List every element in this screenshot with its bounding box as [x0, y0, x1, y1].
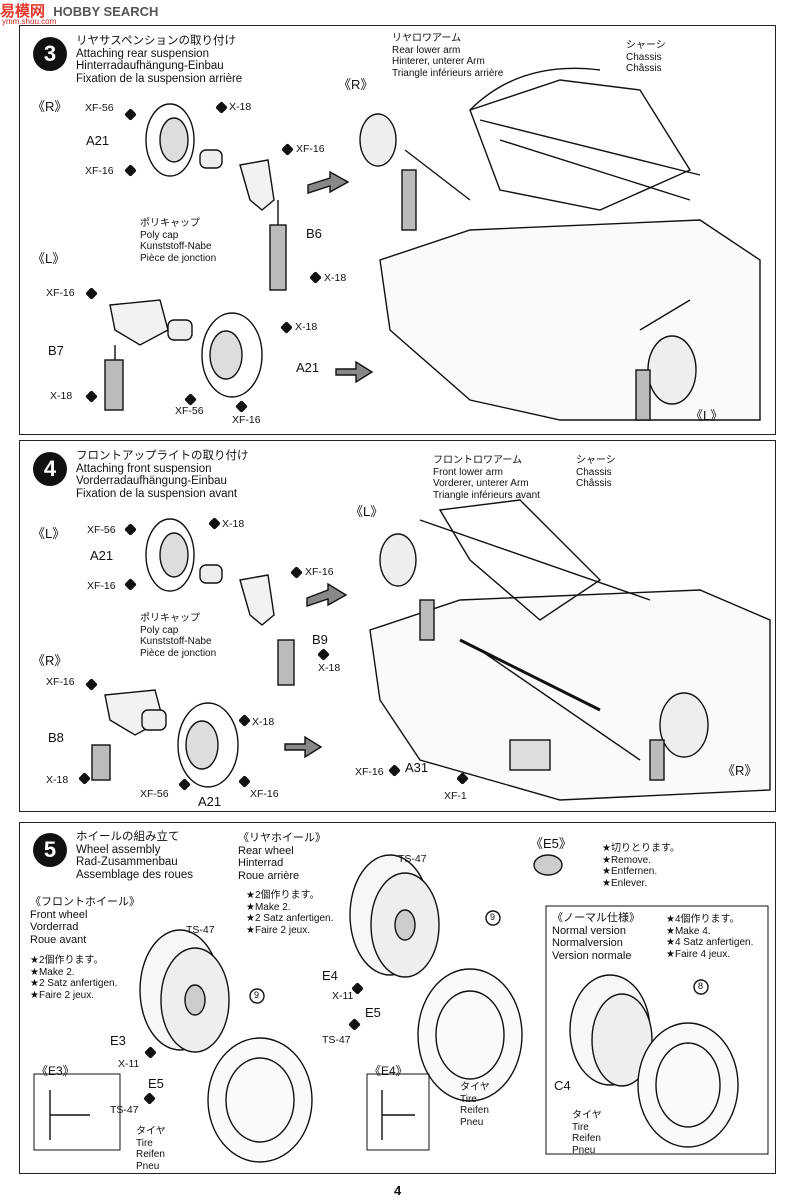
step3-panel	[19, 25, 776, 435]
step4-part-b9: B9	[312, 632, 328, 647]
screw-label: X-18	[324, 272, 347, 284]
num-9-a: 9	[254, 990, 260, 1000]
step4-part-b8: B8	[48, 730, 64, 745]
normal-make-notes: ★4個作ります。★Make 4.★4 Satz anfertigen.★Fair…	[666, 914, 754, 960]
screw-label: XF-16	[46, 287, 75, 299]
screw-label: X-18	[50, 390, 73, 402]
part-e5-a: E5	[148, 1076, 164, 1091]
e3-box-label: 《E3》	[36, 1064, 75, 1078]
step4-part-a21-bot: A21	[198, 794, 222, 809]
step5-number: 5	[33, 833, 67, 867]
num-8: 8	[698, 981, 704, 991]
screw-label: X-18	[229, 101, 252, 113]
part-e5-b: E5	[365, 1005, 381, 1020]
step4-part-a31: A31	[405, 760, 429, 775]
screw-label: XF-16	[355, 766, 384, 778]
e4-box-label: 《E4》	[369, 1064, 408, 1078]
step4-side-r: 《R》	[32, 653, 68, 668]
step3-number: 3	[33, 37, 67, 71]
screw-label: XF-56	[140, 788, 169, 800]
part-e4: E4	[322, 968, 338, 983]
screw-label: XF-16	[46, 676, 75, 688]
step3-part-b7: B7	[48, 343, 64, 358]
ts47-label: TS-47	[110, 1104, 139, 1116]
screw-label: X-18	[252, 716, 275, 728]
ts47-label: TS-47	[398, 853, 427, 865]
part-e3: E3	[110, 1033, 126, 1048]
step4-side-l: 《L》	[32, 526, 66, 541]
screw-label: X-18	[46, 774, 69, 786]
step4-panel	[19, 440, 776, 812]
watermark-brand: 易模网	[0, 3, 46, 20]
step4-number: 4	[33, 452, 67, 486]
part-c4: C4	[554, 1078, 571, 1093]
watermark-url: ymm.shou.com	[2, 17, 57, 26]
screw-label: XF-16	[87, 580, 116, 592]
ts47-label: TS-47	[186, 924, 215, 936]
step3-side-r: 《R》	[32, 99, 68, 114]
step3-part-a21-bot: A21	[296, 360, 320, 375]
screw-label: XF-56	[175, 405, 204, 417]
screw-label: X-18	[295, 321, 318, 333]
screw-label: XF-16	[305, 566, 334, 578]
page-number: 4	[394, 1183, 402, 1198]
step5-panel	[19, 822, 776, 1174]
step4-side-r2: 《R》	[722, 763, 758, 778]
front-make-notes: ★2個作ります。★Make 2.★2 Satz anfertigen.★Fair…	[30, 955, 118, 1001]
ts47-label: TS-47	[322, 1034, 351, 1046]
screw-label: XF-16	[250, 788, 279, 800]
watermark: 易模网 HOBBY SEARCH	[0, 0, 158, 21]
screw-label: XF-16	[232, 414, 261, 426]
screw-label: XF-56	[87, 524, 116, 536]
screw-label: X-18	[318, 662, 341, 674]
screw-label: XF-16	[296, 143, 325, 155]
screw-label: XF-16	[85, 165, 114, 177]
step3-side-l2: 《L》	[690, 408, 724, 423]
step4-part-a21-top: A21	[90, 548, 114, 563]
e5-label: 《E5》	[530, 836, 572, 851]
num-9-b: 9	[490, 912, 496, 922]
screw-label: X-18	[222, 518, 245, 530]
watermark-search: HOBBY SEARCH	[53, 4, 159, 19]
step3-part-b6: B6	[306, 226, 322, 241]
rear-make-notes: ★2個作ります。★Make 2.★2 Satz anfertigen.★Fair…	[246, 890, 334, 936]
x11-label: X-11	[332, 990, 354, 1002]
step3-side-l: 《L》	[32, 251, 66, 266]
e5-notes: ★切りとります。★Remove.★Entfernen.★Enlever.	[602, 843, 680, 889]
step4-side-l2: 《L》	[350, 504, 384, 519]
step3-part-a21-top: A21	[86, 133, 110, 148]
x11-label: X-11	[118, 1058, 140, 1070]
screw-label: XF-1	[444, 790, 467, 802]
step3-side-r2: 《R》	[338, 77, 374, 92]
screw-label: XF-56	[85, 102, 114, 114]
